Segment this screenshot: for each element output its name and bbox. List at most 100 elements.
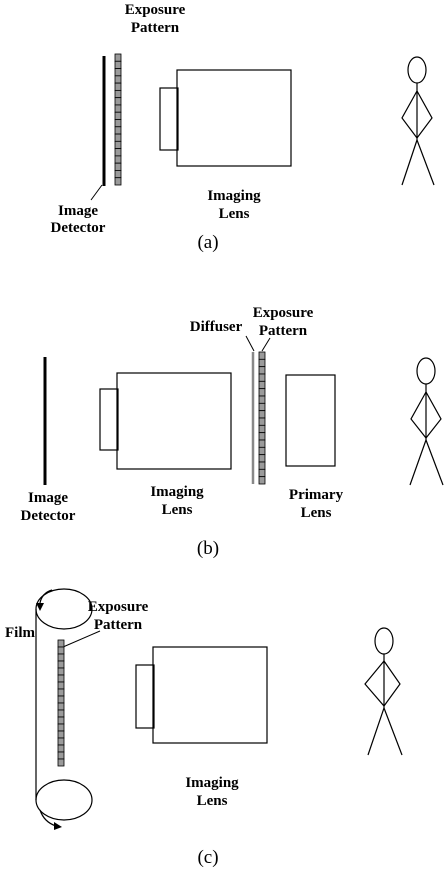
pattern-cell bbox=[258, 468, 266, 478]
exposure-pattern-leader bbox=[261, 337, 271, 352]
pattern-cell bbox=[258, 476, 266, 485]
pattern-cell bbox=[57, 716, 65, 725]
imaging-lens-label-line1: Imaging bbox=[150, 484, 204, 500]
pattern-cell bbox=[258, 395, 266, 404]
imaging-lens-mount bbox=[159, 87, 179, 151]
exposure-pattern-label-line2: Pattern bbox=[131, 20, 180, 36]
imaging-lens-label-line2: Lens bbox=[162, 502, 193, 518]
panel-a: Exposure Pattern Image Detector Imaging … bbox=[51, 2, 435, 253]
pattern-cell bbox=[258, 380, 266, 390]
film-arrow-top bbox=[39, 589, 53, 604]
imaging-lens-body bbox=[152, 646, 268, 744]
film-transport bbox=[35, 588, 93, 830]
film-label: Film bbox=[5, 625, 35, 641]
imaging-lens-body bbox=[116, 372, 232, 470]
pattern-cell bbox=[57, 653, 65, 662]
pattern-cell bbox=[57, 737, 65, 746]
pattern-cell bbox=[57, 751, 65, 760]
pattern-cell bbox=[114, 89, 122, 99]
image-detector-label-line1: Image bbox=[28, 490, 68, 506]
pattern-cell bbox=[57, 681, 65, 690]
primary-lens-label-line2: Lens bbox=[301, 505, 332, 521]
exposure-pattern-strip bbox=[57, 639, 65, 767]
pattern-cell bbox=[258, 439, 266, 448]
exposure-pattern-strip bbox=[114, 53, 122, 186]
pattern-cell bbox=[114, 60, 122, 69]
pattern-cell bbox=[114, 148, 122, 157]
pattern-cell bbox=[57, 674, 65, 683]
pattern-cell bbox=[114, 53, 122, 62]
image-detector-label-line2: Detector bbox=[51, 220, 106, 236]
image-detector-label-line1: Image bbox=[58, 203, 98, 219]
pattern-cell bbox=[258, 461, 266, 470]
pattern-cell bbox=[258, 351, 266, 360]
primary-lens-label-line1: Primary bbox=[289, 487, 344, 503]
primary-lens bbox=[285, 374, 336, 467]
diffuser-label: Diffuser bbox=[190, 319, 243, 335]
pattern-cell bbox=[258, 432, 266, 441]
panel-b: Exposure Pattern Diffuser Image Detector… bbox=[21, 305, 444, 559]
pattern-cell bbox=[258, 388, 266, 397]
caption-c: (c) bbox=[197, 847, 218, 868]
pattern-cell bbox=[114, 111, 122, 120]
pattern-cell bbox=[114, 119, 122, 128]
pattern-cell bbox=[258, 402, 266, 412]
exposure-pattern-label-line2: Pattern bbox=[259, 323, 308, 339]
caption-b: (b) bbox=[197, 538, 219, 559]
imaging-lens-mount bbox=[135, 664, 155, 729]
pattern-cell bbox=[258, 410, 266, 419]
pattern-cell bbox=[114, 133, 122, 142]
pattern-cell bbox=[114, 68, 122, 77]
pattern-cell bbox=[57, 730, 65, 739]
pattern-cell bbox=[57, 667, 65, 676]
diffuser-leader bbox=[245, 335, 255, 352]
pattern-cell bbox=[114, 97, 122, 106]
pattern-cell bbox=[57, 744, 65, 753]
pattern-cell bbox=[258, 454, 266, 463]
pattern-cell bbox=[114, 104, 122, 113]
imaging-lens-mount bbox=[99, 388, 119, 451]
exposure-pattern-label-line1: Exposure bbox=[88, 599, 149, 615]
person-figure bbox=[409, 357, 444, 486]
exposure-pattern-leader bbox=[62, 630, 101, 648]
pattern-cell bbox=[258, 373, 266, 382]
image-detector-label-line2: Detector bbox=[21, 508, 76, 524]
pattern-cell bbox=[57, 702, 65, 711]
pattern-cell bbox=[114, 82, 122, 91]
imaging-lens-label-line1: Imaging bbox=[207, 188, 261, 204]
exposure-pattern-label-line1: Exposure bbox=[253, 305, 314, 321]
imaging-lens-body bbox=[176, 69, 292, 167]
image-detector-leader bbox=[90, 184, 103, 201]
pattern-cell bbox=[57, 688, 65, 697]
person-figure bbox=[364, 627, 403, 756]
person-figure bbox=[401, 56, 435, 186]
pattern-cell bbox=[114, 140, 122, 150]
film-arrowhead-top bbox=[36, 603, 44, 611]
imaging-lens-label-line2: Lens bbox=[219, 206, 250, 222]
pattern-cell bbox=[57, 660, 65, 669]
film-arrowhead-bottom bbox=[54, 822, 62, 830]
exposure-pattern-strip bbox=[258, 351, 266, 485]
exposure-pattern-label-line2: Pattern bbox=[94, 617, 143, 633]
pattern-cell bbox=[114, 170, 122, 179]
pattern-cell bbox=[57, 709, 65, 718]
pattern-cell bbox=[258, 358, 266, 368]
pattern-cell bbox=[114, 177, 122, 186]
caption-a: (a) bbox=[197, 232, 218, 253]
exposure-pattern-label-line1: Exposure bbox=[125, 2, 186, 18]
imaging-lens-label-line2: Lens bbox=[197, 793, 228, 809]
pattern-cell bbox=[258, 446, 266, 456]
pattern-cell bbox=[114, 126, 122, 135]
pattern-cell bbox=[57, 695, 65, 704]
pattern-cell bbox=[57, 639, 65, 648]
imaging-lens-label-line1: Imaging bbox=[185, 775, 239, 791]
pattern-cell bbox=[57, 723, 65, 732]
pattern-cell bbox=[114, 162, 122, 171]
pattern-cell bbox=[258, 417, 266, 426]
pattern-cell bbox=[114, 155, 122, 164]
pattern-cell bbox=[258, 366, 266, 375]
pattern-cell bbox=[57, 758, 65, 767]
panel-c: Exposure Pattern Film Imaging Lens (c) bbox=[5, 588, 403, 868]
pattern-cell bbox=[57, 646, 65, 655]
